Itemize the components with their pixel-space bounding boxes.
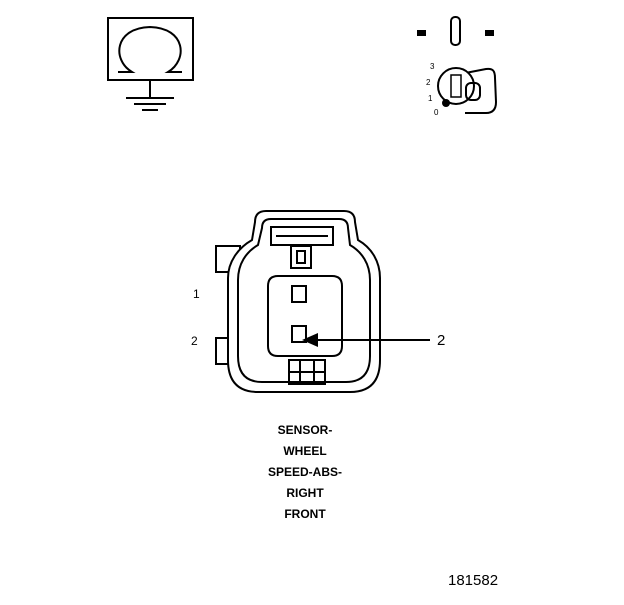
component-label: SENSOR- WHEEL SPEED-ABS- RIGHT FRONT [230, 420, 380, 525]
connector-face [215, 210, 381, 393]
ignition-position-3: 3 [430, 62, 435, 71]
ignition-position-0: 0 [434, 108, 439, 117]
callout-arrow [302, 333, 430, 347]
ignition-position-1: 1 [428, 94, 433, 103]
component-label-line: RIGHT [286, 486, 324, 500]
terminal-1 [291, 285, 307, 303]
ignition-key-icon: 3 2 1 0 [417, 16, 498, 117]
terminal-2 [291, 325, 307, 343]
component-label-line: SPEED-ABS- [267, 465, 342, 479]
ignition-position-2: 2 [426, 78, 431, 87]
pin-label-1: 1 [193, 287, 200, 301]
component-label-line: WHEEL [283, 444, 327, 458]
component-label-line: FRONT [284, 507, 326, 521]
pin-label-2: 2 [191, 334, 198, 348]
component-label-line: SENSOR- [277, 423, 333, 437]
ohmmeter-icon [107, 17, 194, 111]
figure-number: 181582 [448, 572, 499, 589]
callout-label: 2 [437, 332, 445, 349]
